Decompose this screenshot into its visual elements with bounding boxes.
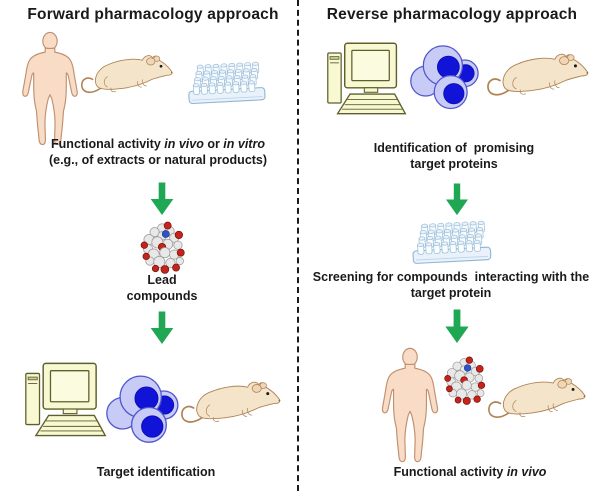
molecule-3d-icon [140, 221, 185, 274]
lab-mouse-icon [488, 377, 587, 418]
computer-icon [327, 42, 407, 115]
forward-step1-caption: Functional activity in vivo or in vitro … [48, 137, 268, 167]
green-down-arrow-icon [446, 183, 468, 216]
green-down-arrow-icon [150, 311, 174, 345]
reverse-title: Reverse pharmacology approach [326, 6, 578, 23]
green-down-arrow-icon [445, 309, 469, 344]
lab-mouse-icon [487, 53, 590, 96]
forward-title: Forward pharmacology approach [27, 6, 279, 23]
computer-icon [25, 362, 106, 437]
target-identification-caption: Target identification [96, 465, 216, 479]
lead-compounds-caption: Lead compounds [126, 273, 198, 303]
reverse-step1-caption: Identification of promising target prote… [373, 141, 535, 171]
cell-cluster-icon [106, 375, 179, 443]
microplate-icon [410, 219, 494, 269]
cell-cluster-icon [410, 45, 479, 110]
lab-mouse-icon [80, 54, 174, 94]
molecule-3d-icon [444, 356, 486, 405]
dashed-divider [297, 0, 299, 491]
human-figure-icon [381, 347, 439, 463]
reverse-step2-caption: Screening for compounds interacting with… [312, 270, 590, 300]
microplate-icon [186, 60, 268, 109]
functional-activity-caption: Functional activity in vivo [393, 465, 547, 479]
human-figure-icon [22, 31, 78, 146]
green-down-arrow-icon [150, 182, 174, 216]
lab-mouse-icon [181, 381, 282, 423]
